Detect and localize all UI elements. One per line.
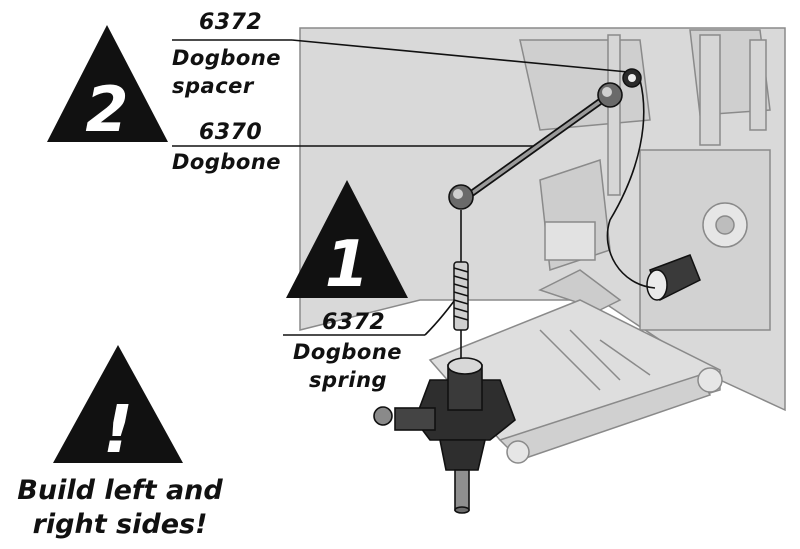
step-1-number: 1 <box>325 228 370 302</box>
step-2-triangle: 2 <box>47 25 168 146</box>
dogbone-part-name: Dogbone <box>172 150 282 174</box>
spring-part-number: 6372 <box>322 310 386 335</box>
dogbone-spring-part <box>453 261 469 331</box>
spring-part-name-line2: spring <box>309 368 388 392</box>
axle-cup <box>646 254 701 302</box>
dogbone-part-number: 6370 <box>199 120 263 145</box>
warning-symbol: ! <box>103 391 133 468</box>
steering-knuckle-part <box>373 357 516 514</box>
spring-part-name-line1: Dogbone <box>293 340 403 364</box>
dogbone-spacer-part <box>622 68 642 88</box>
step-2-number: 2 <box>85 73 128 146</box>
dogbone-part <box>448 82 623 210</box>
step-1-triangle: 1 <box>286 180 408 302</box>
warning-triangle: ! <box>53 345 183 468</box>
leader-lines <box>172 39 656 370</box>
warning-text-line1: Build left and <box>17 475 223 506</box>
warning-text-line2: right sides! <box>32 509 208 540</box>
chassis-background <box>299 27 786 464</box>
spacer-part-number: 6372 <box>199 10 263 35</box>
spacer-part-name: Dogbone spacer <box>172 46 282 98</box>
